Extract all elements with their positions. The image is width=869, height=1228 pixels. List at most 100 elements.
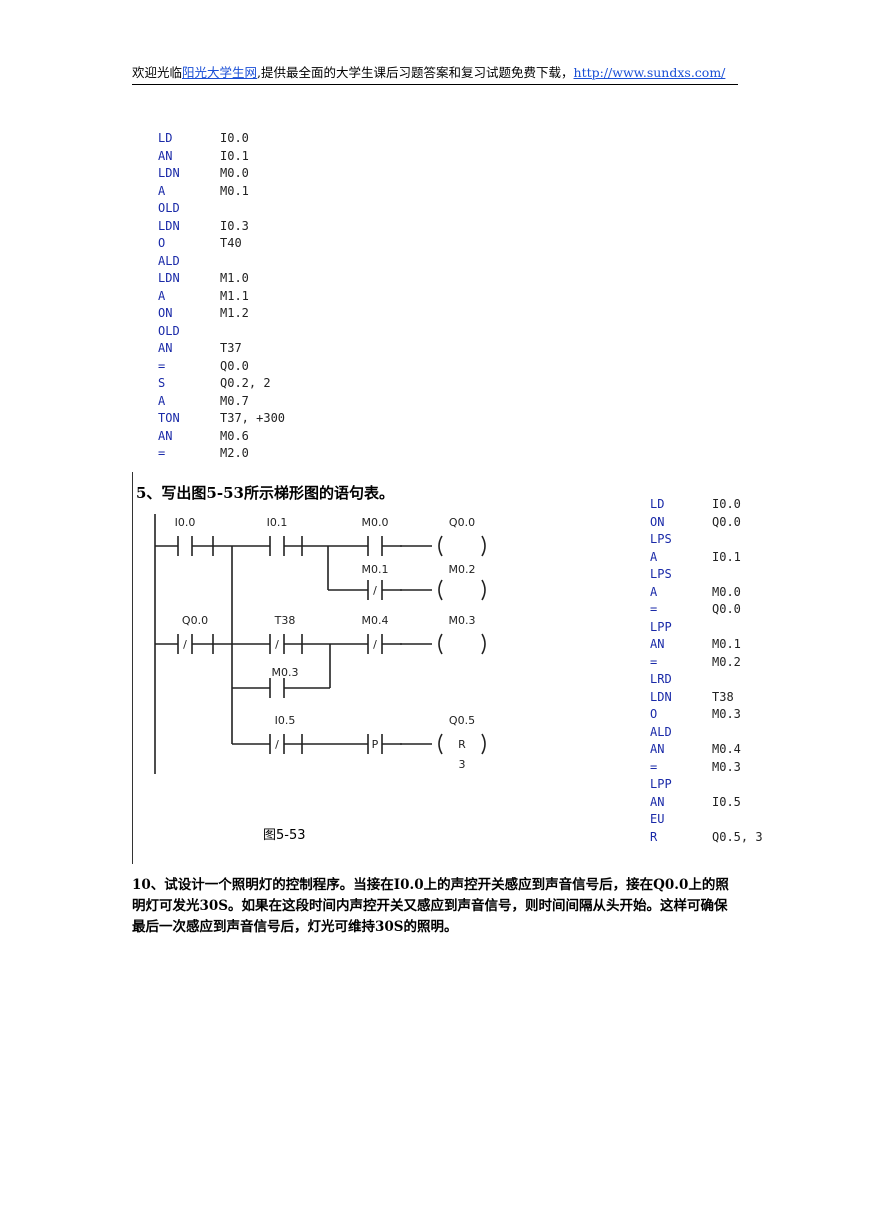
stl-row: EU [650,811,763,829]
stl-op: ALD [650,724,672,739]
stl-row: LPP [650,619,763,637]
page-header: 欢迎光临阳光大学生网,提供最全面的大学生课后习题答案和复习试题免费下载，http… [132,62,738,85]
stl-row: S Q0.2, 2 [158,375,285,393]
stl-op: AN [158,148,173,163]
label-r: R [458,738,466,751]
left-margin-bar [132,472,133,864]
stl-operand: T37, +300 [220,411,286,425]
stl-op: LRD [650,672,672,686]
stl-operand: I0.0 [712,497,741,511]
stl-op: = [650,654,658,669]
stl-operand: I0.5 [712,794,741,809]
stl-op: LD [650,497,665,511]
stl-row: =Q0.0 [158,358,285,376]
stl-op: S [158,376,166,390]
stl-row: OLD [158,200,285,218]
stl-operand: I0.1 [220,148,249,163]
stl-op: LPS [650,532,672,546]
stl-operand: M1.0 [220,271,249,285]
stl-op: EU [650,812,665,826]
label-q00-contact: Q0.0 [182,614,208,627]
stl-row: A M1.1 [158,288,285,306]
stl-op: ALD [158,253,180,268]
slash-m01: / [373,584,377,597]
stl-op: AN [650,794,665,809]
stl-row: AN I0.5 [650,794,763,812]
stl-operand: Q0.0 [712,514,741,529]
stl-op: = [158,358,166,373]
stl-op: LPP [650,777,672,791]
header-prefix: 欢迎光临 [132,65,183,80]
stl-row: ALD [650,724,763,742]
slash-i05: / [275,738,279,751]
label-m03-coil: M0.3 [449,614,476,627]
stl-row: ON Q0.0 [650,514,763,532]
stl-operand: Q0.2, 2 [220,376,271,390]
stl-op: LDN [158,218,180,233]
question-10-text: 10、试设计一个照明灯的控制程序。当接在I0.0上的声控开关感应到声音信号后，接… [132,877,729,935]
stl-operand: M0.0 [220,166,249,180]
stl-row: LDN M0.0 [158,165,285,183]
stl-row: R Q0.5, 3 [650,829,763,847]
label-three: 3 [459,758,466,771]
ladder-diagram: I0.0 I0.1 M0.0 Q0.0 M0.1 / M0.2 Q0.0 / T… [154,514,486,774]
stl-op: LDN [650,689,672,704]
stl-op: LD [158,131,173,145]
stl-op: TON [158,411,180,425]
stl-operand: M0.1 [220,183,249,198]
stl-operand: M2.0 [220,446,249,460]
stl-op: R [650,829,658,844]
site-url-link[interactable]: http://www.sundxs.com/ [573,65,726,80]
stl-row: OLD [158,323,285,341]
stl-row: LRD [650,671,763,689]
stl-op: ON [158,306,173,320]
stl-row: TON T37, +300 [158,410,285,428]
stl-operand: M0.1 [712,637,741,651]
stl-operand: M1.1 [220,288,249,303]
label-i05: I0.5 [275,714,296,727]
stl-operand: T40 [220,236,242,250]
question-5-title: 5、写出图5-53所示梯形图的语句表。 [136,484,394,502]
site-link[interactable]: 阳光大学生网 [182,65,258,80]
stl-op: = [650,602,658,616]
stl-operand: Q0.5, 3 [712,829,763,844]
stl-op: OLD [158,323,180,338]
stl-operand: M0.6 [220,428,249,443]
label-m01: M0.1 [362,563,389,576]
stl-row: ALD [158,253,285,271]
label-m02: M0.2 [449,563,476,576]
stl-row: =M0.2 [650,654,763,672]
label-q00-coil: Q0.0 [449,516,475,529]
stl-op: ON [650,514,665,529]
stl-row: LD I0.0 [650,496,763,514]
stl-row: AN I0.1 [158,148,285,166]
stl-op: = [158,446,166,460]
stl-op: LPS [650,567,672,581]
stl-op: LDN [158,166,180,180]
label-m03-contact: M0.3 [272,666,299,679]
stl-op: AN [158,341,173,355]
stl-operand: M1.2 [220,306,249,320]
stl-operand: Q0.0 [712,602,741,616]
stl-operand: M0.3 [712,759,741,774]
stl-row: LPS [650,566,763,584]
stl-op: A [158,288,166,303]
stl-op: A [650,549,658,564]
label-t38: T38 [274,614,296,627]
slash-q00: / [183,638,187,651]
slash-m04: / [373,638,377,651]
stl-operand: M0.4 [712,742,741,756]
slash-t38: / [275,638,279,651]
